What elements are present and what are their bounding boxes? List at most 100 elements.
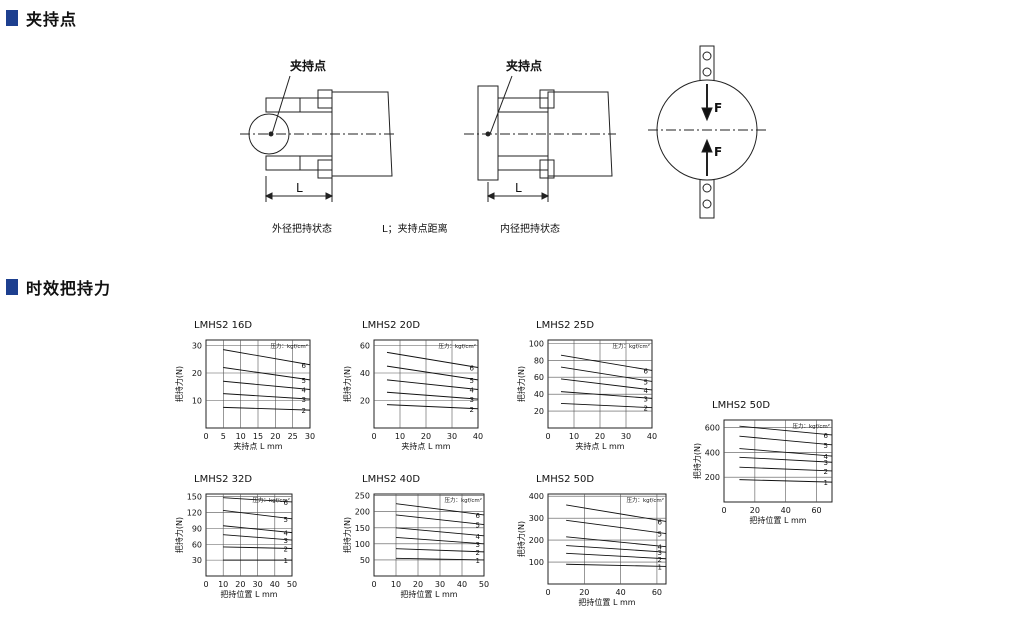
series-label: 5 [302,377,306,385]
x-tick-label: 30 [621,432,631,441]
x-tick-label: 40 [270,580,280,589]
series-label: 4 [476,533,481,541]
series-label: 1 [658,563,662,571]
series-label: 1 [824,479,828,487]
y-tick-label: 30 [192,556,202,565]
y-tick-label: 40 [360,369,370,378]
series-line-4 [560,378,653,391]
x-axis-label: 夹持点 L mm [575,441,624,451]
series-line-4 [386,379,479,390]
y-tick-label: 60 [192,540,202,549]
series-line-6 [560,354,653,371]
legend-title: 压力：kgf/cm² [252,496,290,504]
series-label: 4 [824,453,829,461]
series-label: 6 [824,432,829,440]
x-tick-label: 0 [371,580,376,589]
y-tick-label: 400 [529,492,544,501]
x-tick-label: 40 [473,432,483,441]
x-tick-label: 0 [371,432,376,441]
y-tick-label: 100 [529,558,544,567]
series-line-5 [386,365,479,381]
y-tick-label: 200 [355,508,370,517]
series-label: 5 [470,377,474,385]
caption-inner-grip: 内径把持状态 [500,222,560,235]
x-tick-label: 30 [305,432,315,441]
series-line-5 [560,366,653,382]
series-line-2 [739,466,833,472]
series-label: 3 [658,549,662,557]
length-label: L [296,181,303,195]
x-axis-label: 把持位置 L mm [220,589,277,599]
x-tick-label: 25 [288,432,298,441]
legend-title: 压力：kgf/cm² [438,342,476,350]
series-line-3 [395,536,485,545]
series-label: 4 [284,530,289,538]
legend-title: 压力：kgf/cm² [626,496,664,504]
series-line-6 [223,497,293,503]
x-tick-label: 20 [579,588,589,597]
section-header-clamp-point: 夹持点 [6,6,77,30]
series-label: 2 [644,405,648,413]
series-line-2 [223,546,293,549]
x-tick-label: 20 [595,432,605,441]
series-line-5 [566,519,667,534]
section-marker-icon [6,279,18,295]
series-line-3 [386,391,479,400]
y-axis-label: 把持力(N) [342,517,352,553]
series-label: 5 [658,531,662,539]
x-tick-label: 10 [391,580,401,589]
series-line-3 [560,391,653,399]
series-label: 6 [644,367,649,375]
y-tick-label: 100 [355,540,370,549]
series-label: 4 [470,387,475,395]
chart-title: LMHS2 40D [362,474,420,485]
x-tick-label: 20 [750,506,760,515]
x-tick-label: 60 [652,588,662,597]
series-line-5 [739,435,833,446]
y-axis-label: 把持力(N) [342,366,352,402]
y-tick-label: 250 [355,492,370,501]
series-label: 3 [644,395,648,403]
series-label: 6 [302,362,307,370]
series-line-4 [395,527,485,537]
y-tick-label: 20 [192,369,202,378]
length-label: L [515,181,522,195]
plot-frame [547,493,667,585]
y-tick-label: 400 [705,448,720,457]
y-tick-label: 120 [187,509,202,518]
chart-title: LMHS2 50D [712,400,770,411]
x-tick-label: 30 [253,580,263,589]
x-axis-label: 把持位置 L mm [749,515,806,525]
series-line-5 [223,509,293,520]
x-axis-label: 把持位置 L mm [400,589,457,599]
section-header-holding-force: 时效把持力 [6,275,111,299]
y-tick-label: 60 [360,342,370,351]
series-line-6 [223,349,311,366]
y-tick-label: 150 [187,493,202,502]
x-tick-label: 10 [218,580,228,589]
x-tick-label: 20 [421,432,431,441]
series-line-6 [566,504,667,522]
series-label: 6 [476,512,481,520]
y-tick-label: 20 [534,407,544,416]
series-line-3 [566,545,667,553]
series-label: 4 [658,544,663,552]
chart-title: LMHS2 50D [536,474,594,485]
series-line-2 [395,548,485,553]
legend-title: 压力：kgf/cm² [444,496,482,504]
x-tick-label: 0 [203,432,208,441]
y-tick-label: 200 [705,473,720,482]
series-line-2 [566,552,667,560]
y-axis-label: 把持力(N) [174,366,184,402]
y-axis-label: 把持力(N) [516,366,526,402]
series-label: 4 [302,387,307,395]
series-label: 6 [470,365,475,373]
section-title: 时效把持力 [26,279,112,298]
y-tick-label: 100 [529,339,544,348]
